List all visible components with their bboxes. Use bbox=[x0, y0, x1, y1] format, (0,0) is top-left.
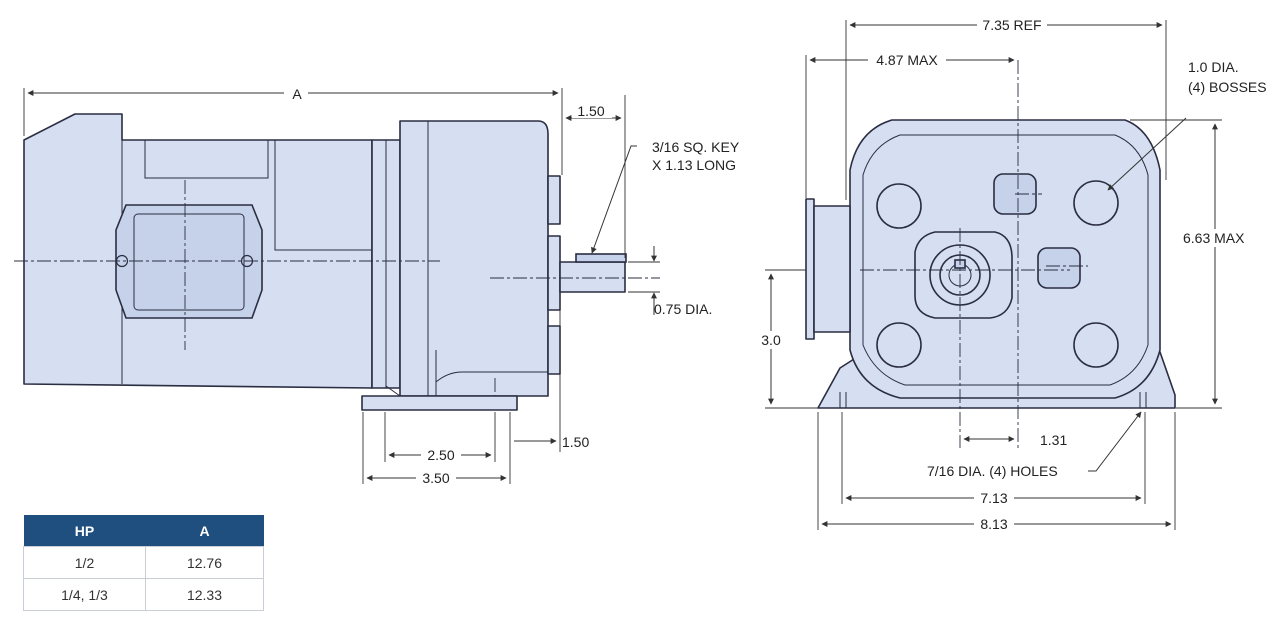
hp-dimension-table: HP A 1/2 12.76 1/4, 1/3 12.33 bbox=[23, 515, 264, 611]
base-width-label: 8.13 bbox=[980, 516, 1007, 532]
cell-a: 12.33 bbox=[145, 578, 264, 611]
dim-shaft-ext-label: 1.50 bbox=[577, 103, 604, 119]
foot-inner-label: 2.50 bbox=[427, 447, 454, 463]
bosses-label-line1: 1.0 DIA. bbox=[1188, 59, 1239, 75]
cell-hp: 1/2 bbox=[23, 546, 146, 579]
overall-ref-label: 7.35 REF bbox=[982, 17, 1041, 33]
hole-spacing-label: 7.13 bbox=[980, 490, 1007, 506]
key-label-line2: X 1.13 LONG bbox=[652, 157, 736, 173]
boss-top-right bbox=[1073, 180, 1119, 226]
boss-top-left bbox=[876, 183, 922, 229]
conduit-box bbox=[115, 204, 263, 319]
gearbox-housing bbox=[399, 120, 549, 397]
cell-hp: 1/4, 1/3 bbox=[23, 578, 146, 611]
max-height-label: 6.63 MAX bbox=[1183, 230, 1245, 246]
table-row: 1/2 12.76 bbox=[23, 546, 264, 579]
front-view: 7.35 REF 4.87 MAX 1.0 DIA. (4) BOSSES 6.… bbox=[756, 16, 1267, 533]
table-row: 1/4, 1/3 12.33 bbox=[23, 578, 264, 611]
side-view: A 1.50 3/16 SQ. KEY X 1.13 LONG 0.75 DIA… bbox=[14, 84, 740, 486]
shaft-key bbox=[575, 253, 627, 263]
header-hp: HP bbox=[23, 515, 146, 547]
shaft-height-label: 3.0 bbox=[761, 332, 781, 348]
dim-a-label: A bbox=[292, 86, 302, 102]
header-a: A bbox=[145, 515, 264, 547]
table-header-row: HP A bbox=[23, 515, 264, 547]
holes-label: 7/16 DIA. (4) HOLES bbox=[927, 463, 1058, 479]
plug-right bbox=[1037, 247, 1081, 289]
boss-bottom-right bbox=[1073, 322, 1119, 368]
max-width-label: 4.87 MAX bbox=[876, 52, 938, 68]
key-label-line1: 3/16 SQ. KEY bbox=[652, 139, 740, 155]
bosses-label-line2: (4) BOSSES bbox=[1188, 79, 1267, 95]
boss-bottom-left bbox=[876, 322, 922, 368]
foot-outer-label: 3.50 bbox=[422, 470, 449, 486]
motor-flange bbox=[805, 198, 815, 340]
shaft-offset-label: 1.31 bbox=[1040, 432, 1067, 448]
shaft-dia-label: 0.75 DIA. bbox=[654, 301, 712, 317]
cell-a: 12.76 bbox=[145, 546, 264, 579]
foot-offset-label: 1.50 bbox=[562, 434, 589, 450]
gearbox-foot bbox=[361, 395, 518, 411]
output-shaft bbox=[559, 261, 626, 293]
